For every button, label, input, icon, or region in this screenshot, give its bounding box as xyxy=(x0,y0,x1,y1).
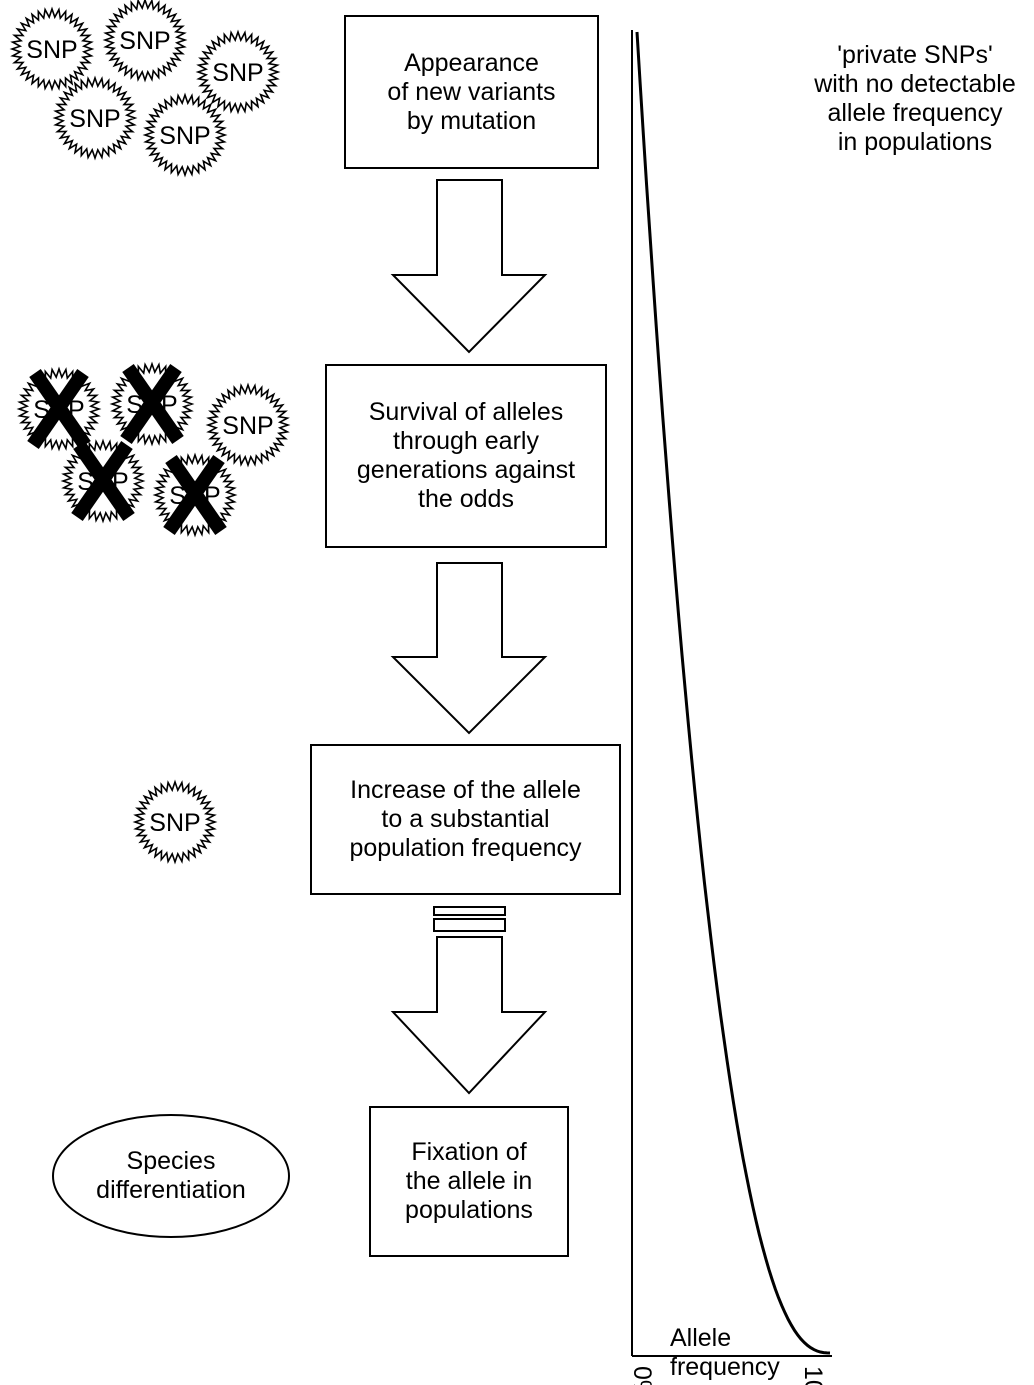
snp-burst: SNP xyxy=(207,384,289,466)
snp-burst: SNP xyxy=(54,77,136,159)
snp-label: SNP xyxy=(159,122,210,150)
axis-tick-0: 0% xyxy=(628,1366,656,1385)
break-bar-top xyxy=(433,906,506,916)
snp-group-mutation: SNP SNP SNP SNP SNP xyxy=(11,0,279,176)
snp-burst: SNP xyxy=(154,454,236,536)
break-bar-bottom xyxy=(433,918,506,932)
snp-burst: SNP xyxy=(111,363,193,445)
snp-label: SNP xyxy=(222,412,273,440)
snp-label: SNP xyxy=(212,59,263,87)
eliminated-x-mark xyxy=(120,364,184,444)
axis-tick-100: 100% xyxy=(799,1366,827,1385)
snp-burst: SNP xyxy=(18,368,100,450)
species-ellipse xyxy=(52,1114,290,1238)
flow-arrow-2 xyxy=(390,562,548,735)
axis-label: Allele frequency xyxy=(670,1324,780,1381)
step-label-increase: Increase of the allele to a substantial … xyxy=(349,776,582,862)
snp-burst: SNP xyxy=(104,0,186,81)
step-box-increase: Increase of the allele to a substantial … xyxy=(310,744,621,895)
step-box-survival: Survival of alleles through early genera… xyxy=(325,364,607,548)
flow-arrow-3 xyxy=(390,906,548,1095)
step-label-mutation: Appearance of new variants by mutation xyxy=(387,48,556,135)
snp-burst: SNP xyxy=(197,31,279,113)
flow-arrow-1 xyxy=(390,179,548,354)
snp-label: SNP xyxy=(26,36,77,64)
snp-burst: SNP xyxy=(144,94,226,176)
step-label-survival: Survival of alleles through early genera… xyxy=(356,398,576,513)
step-label-fixation: Fixation of the allele in populations xyxy=(405,1138,533,1224)
snp-group-survival: SNP SNP SNP SNP SNP xyxy=(18,363,289,536)
eliminated-x-mark xyxy=(27,369,91,449)
eliminated-x-mark xyxy=(71,441,135,521)
snp-burst: SNP xyxy=(62,440,144,522)
snp-label: SNP xyxy=(119,27,170,55)
snp-group-increase: SNP xyxy=(134,781,216,863)
private-snps-note: 'private SNPs' with no detectable allele… xyxy=(814,41,1016,156)
snp-burst: SNP xyxy=(134,781,216,863)
snp-label: SNP xyxy=(69,105,120,133)
eliminated-x-mark xyxy=(163,455,227,535)
snp-label: SNP xyxy=(149,809,200,837)
allele-frequency-curve xyxy=(635,31,831,1355)
step-box-mutation: Appearance of new variants by mutation xyxy=(344,15,599,169)
species-differentiation-label: Species differentiation xyxy=(96,1147,246,1204)
step-box-fixation: Fixation of the allele in populations xyxy=(369,1106,569,1257)
snp-burst: SNP xyxy=(11,8,93,90)
